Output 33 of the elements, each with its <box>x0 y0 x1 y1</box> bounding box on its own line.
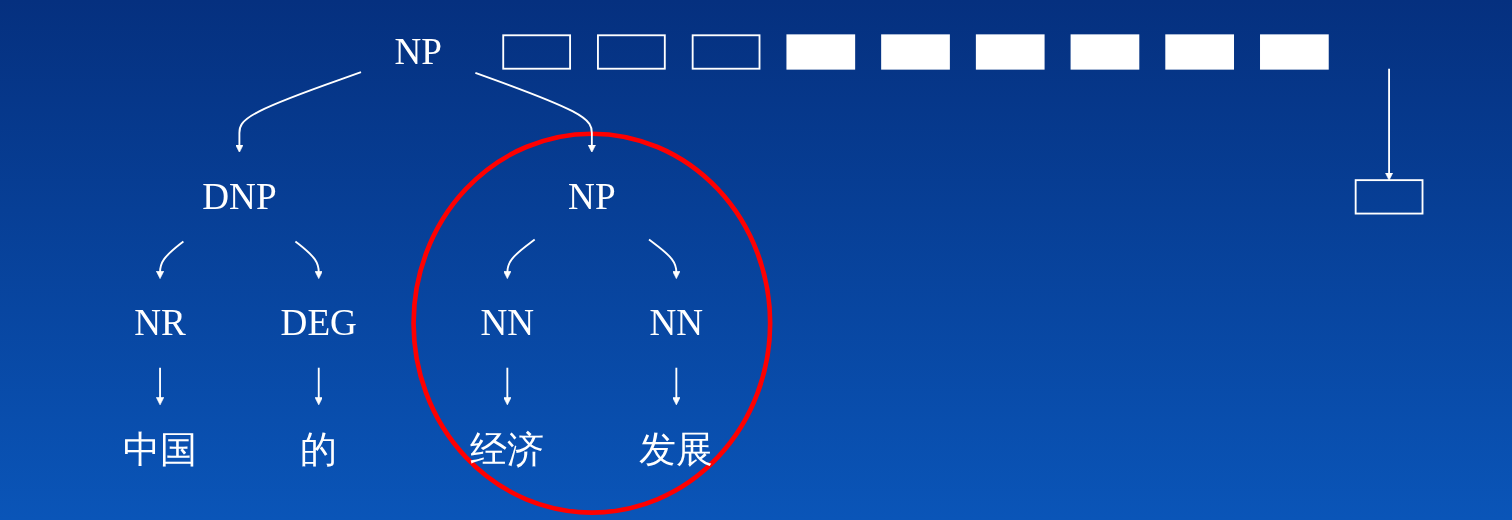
arrow <box>294 240 323 279</box>
node-box <box>597 34 666 70</box>
node-box <box>975 34 1045 70</box>
arrow <box>503 238 536 279</box>
node-text: 经济 <box>470 428 545 470</box>
arrow <box>155 366 165 406</box>
node-text: NN <box>649 301 704 344</box>
arrow <box>314 366 323 406</box>
node-box <box>786 34 856 70</box>
arrow <box>474 71 596 153</box>
cluster <box>411 131 773 515</box>
node-box <box>881 34 950 70</box>
arrow <box>155 240 185 279</box>
node-text: 的 <box>300 428 338 470</box>
node-box <box>691 34 761 70</box>
node-box <box>502 34 571 70</box>
node-text: 发展 <box>639 428 714 470</box>
node-box <box>1165 34 1234 70</box>
node-box <box>1070 34 1140 70</box>
node-text: NR <box>134 301 186 344</box>
node-text: NN <box>480 301 535 344</box>
arrow <box>648 238 681 279</box>
node-box <box>1354 179 1424 215</box>
node-text: NP <box>568 175 616 218</box>
arrow <box>503 366 512 406</box>
arrow <box>1385 67 1394 181</box>
arrow <box>235 71 362 153</box>
node-text: DNP <box>202 175 277 218</box>
node-text: 中国 <box>122 428 198 470</box>
node-text: NP <box>394 30 442 73</box>
node-box <box>1260 34 1329 70</box>
arrow <box>672 366 681 406</box>
node-text: DEG <box>280 301 357 344</box>
